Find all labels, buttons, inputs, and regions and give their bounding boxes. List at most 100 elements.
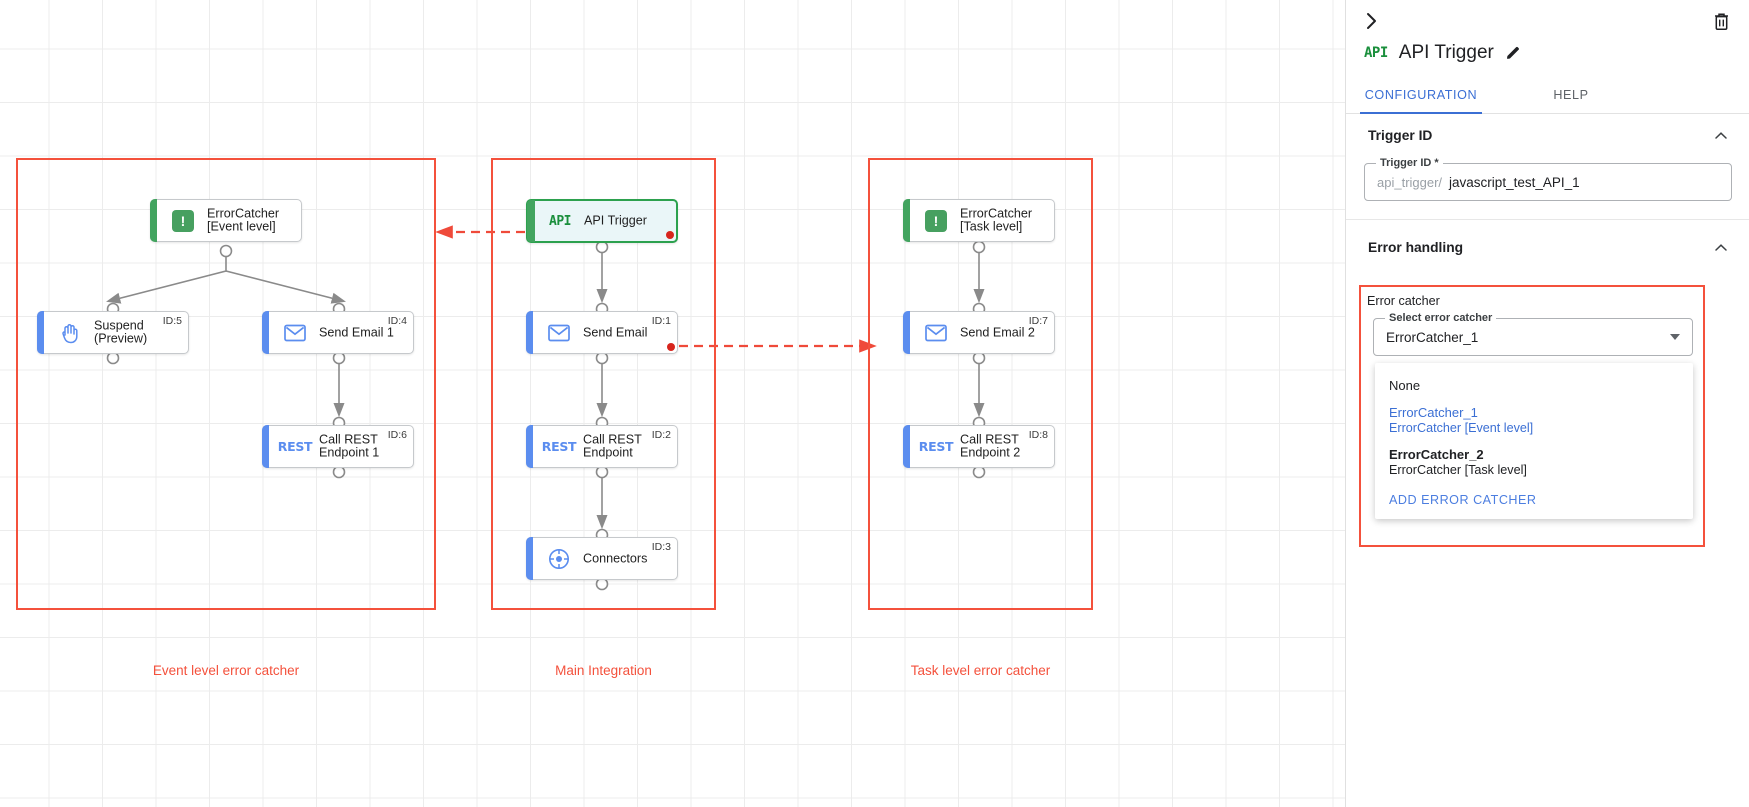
hand-icon xyxy=(57,320,83,346)
section-title-error-handling: Error handling xyxy=(1368,240,1464,255)
error-indicator-dot xyxy=(667,343,675,351)
select-error-catcher-label: Select error catcher xyxy=(1385,312,1497,324)
node-label: Connectors xyxy=(583,550,648,565)
node-label: Send Email 1 xyxy=(319,324,394,339)
node-accent-bar xyxy=(903,199,910,242)
chevron-right-icon[interactable] xyxy=(1359,8,1385,34)
event-level-group[interactable] xyxy=(16,158,436,610)
node-label: Call REST Endpoint 2 xyxy=(960,432,1021,460)
panel-tabs: CONFIGURATION HELP xyxy=(1346,82,1749,114)
node-label: Send Email xyxy=(583,324,648,339)
api-icon: API xyxy=(549,213,571,229)
node-accent-bar xyxy=(37,311,44,354)
error-catcher-highlight-box: Error catcher Select error catcher Error… xyxy=(1359,285,1705,547)
section-header-trigger-id[interactable]: Trigger ID xyxy=(1346,114,1749,157)
section-trigger-id: Trigger ID Trigger ID * api_trigger/ jav… xyxy=(1346,114,1749,220)
section-title-trigger-id: Trigger ID xyxy=(1368,128,1433,143)
node-label: Call REST Endpoint 1 xyxy=(319,432,380,460)
panel-title-row: API API Trigger xyxy=(1364,42,1522,64)
node-call-rest-endpoint[interactable]: REST Call REST Endpoint ID:2 xyxy=(526,425,678,468)
chevron-up-icon xyxy=(1714,241,1728,255)
add-error-catcher-button[interactable]: ADD ERROR CATCHER xyxy=(1389,493,1537,507)
node-id-badge: ID:4 xyxy=(387,315,407,327)
node-errorcatcher-task-level[interactable]: ! ErrorCatcher [Task level] xyxy=(903,199,1055,242)
trash-icon[interactable] xyxy=(1709,9,1733,33)
error-catcher-icon: ! xyxy=(170,208,196,234)
node-id-badge: ID:8 xyxy=(1028,429,1048,441)
select-error-catcher-value: ErrorCatcher_1 xyxy=(1386,329,1479,345)
error-catcher-icon: ! xyxy=(923,208,949,234)
node-api-trigger[interactable]: API API Trigger xyxy=(526,199,678,243)
dropdown-option-subtitle: ErrorCatcher [Event level] xyxy=(1389,421,1534,435)
event-level-group-label: Event level error catcher xyxy=(152,663,300,678)
node-errorcatcher-event-level[interactable]: ! ErrorCatcher [Event level] xyxy=(150,199,302,242)
trigger-id-input[interactable]: javascript_test_API_1 xyxy=(1449,174,1580,190)
connectors-icon xyxy=(546,546,572,572)
node-label: Call REST Endpoint xyxy=(583,432,642,460)
envelope-icon xyxy=(546,320,572,346)
chevron-down-icon xyxy=(1670,334,1680,340)
rest-icon: REST xyxy=(918,439,954,454)
task-level-group-label: Task level error catcher xyxy=(910,663,1051,678)
node-id-badge: ID:2 xyxy=(651,429,671,441)
node-label: Suspend (Preview) xyxy=(94,318,148,346)
rest-icon: REST xyxy=(541,439,577,454)
api-icon: API xyxy=(1364,45,1388,61)
workflow-canvas[interactable]: Event level error catcher Main Integratio… xyxy=(0,0,1345,807)
node-call-rest-endpoint-2[interactable]: REST Call REST Endpoint 2 ID:8 xyxy=(903,425,1055,468)
node-accent-bar xyxy=(903,425,910,468)
select-error-catcher[interactable]: Select error catcher ErrorCatcher_1 xyxy=(1373,312,1693,356)
node-id-badge: ID:1 xyxy=(651,315,671,327)
node-accent-bar xyxy=(150,199,157,242)
node-label: ErrorCatcher [Task level] xyxy=(960,206,1033,234)
node-id-badge: ID:7 xyxy=(1028,315,1048,327)
envelope-icon xyxy=(923,320,949,346)
pencil-icon[interactable] xyxy=(1505,45,1522,62)
node-label: Send Email 2 xyxy=(960,324,1035,339)
section-error-handling: Error handling xyxy=(1346,226,1749,269)
envelope-icon xyxy=(282,320,308,346)
node-accent-bar xyxy=(526,311,533,354)
node-label: API Trigger xyxy=(584,213,647,228)
trigger-id-prefix: api_trigger/ xyxy=(1377,174,1443,190)
section-header-error-handling[interactable]: Error handling xyxy=(1346,226,1749,269)
dropdown-option-none[interactable]: None xyxy=(1375,372,1693,399)
dropdown-option-title: ErrorCatcher_2 xyxy=(1389,447,1484,462)
error-indicator-dot xyxy=(666,231,674,239)
node-accent-bar xyxy=(262,425,269,468)
trigger-id-field[interactable]: Trigger ID * api_trigger/ javascript_tes… xyxy=(1364,157,1732,201)
rest-icon: REST xyxy=(277,439,313,454)
main-integration-group[interactable] xyxy=(491,158,716,610)
trigger-id-label: Trigger ID * xyxy=(1376,157,1443,169)
panel-topbar xyxy=(1346,0,1749,42)
node-id-badge: ID:5 xyxy=(162,315,182,327)
node-suspend-preview[interactable]: Suspend (Preview) ID:5 xyxy=(37,311,189,354)
page-title: API Trigger xyxy=(1398,42,1494,63)
node-label: ErrorCatcher [Event level] xyxy=(207,206,280,234)
tab-configuration[interactable]: CONFIGURATION xyxy=(1346,82,1496,114)
main-integration-group-label: Main Integration xyxy=(555,663,652,678)
dropdown-option-title: ErrorCatcher_1 xyxy=(1389,405,1478,420)
chevron-up-icon xyxy=(1714,129,1728,143)
node-accent-bar xyxy=(527,200,535,242)
node-accent-bar xyxy=(526,537,533,580)
node-accent-bar xyxy=(526,425,533,468)
node-id-badge: ID:6 xyxy=(387,429,407,441)
config-panel: API API Trigger CONFIGURATION HELP Trigg… xyxy=(1345,0,1749,807)
tab-help[interactable]: HELP xyxy=(1553,88,1589,102)
node-accent-bar xyxy=(262,311,269,354)
task-level-group[interactable] xyxy=(868,158,1093,610)
dropdown-option-title: None xyxy=(1389,378,1421,393)
dropdown-option-subtitle: ErrorCatcher [Task level] xyxy=(1389,463,1527,477)
error-catcher-label: Error catcher xyxy=(1367,294,1440,308)
node-call-rest-endpoint-1[interactable]: REST Call REST Endpoint 1 ID:6 xyxy=(262,425,414,468)
node-accent-bar xyxy=(903,311,910,354)
